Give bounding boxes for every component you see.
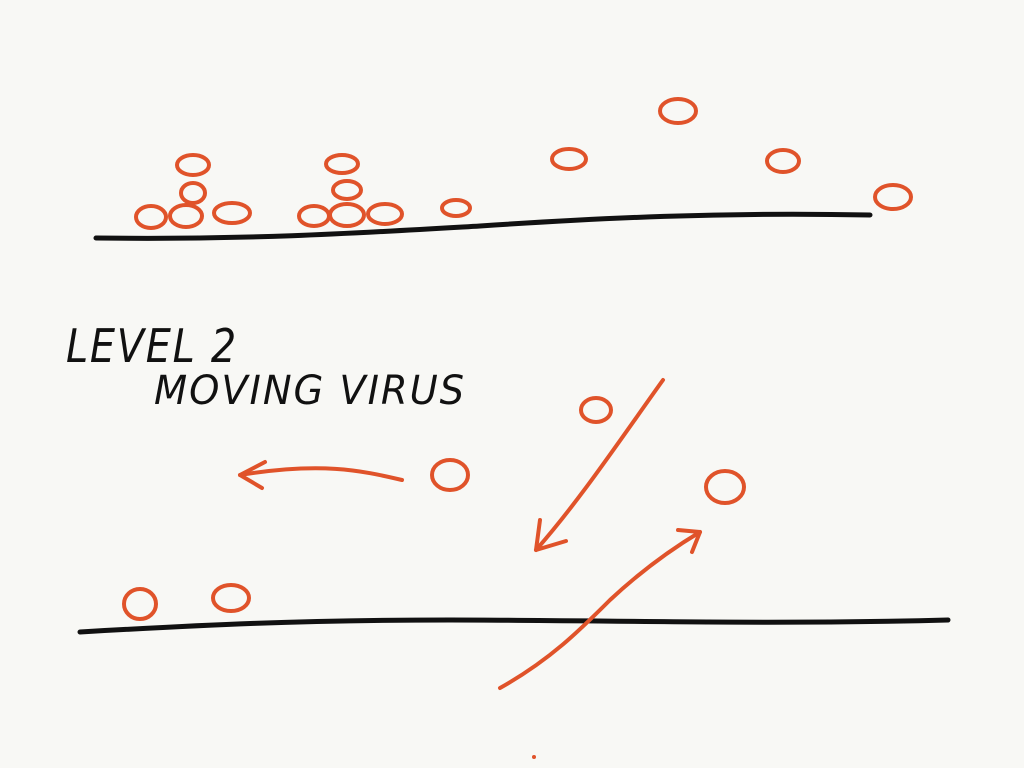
virus-circle [211,583,251,613]
virus-circle [331,179,363,201]
motion-arrows [238,378,702,690]
virus-circle [168,203,204,229]
level-label: LEVEL 2 MOVING VIRUS [66,319,466,414]
virus-circle [440,198,472,218]
arrow-up-right-icon [498,530,702,690]
virus-circle [579,396,613,424]
virus-circle [704,469,746,505]
arrow-down-left-head [534,518,568,552]
ground-line-bottom [77,617,951,635]
arrow-down-left-icon [534,378,665,552]
virus-circle [179,181,207,205]
virus-cluster-left [134,153,252,230]
stray-dot [532,755,536,759]
virus-circle [873,183,913,211]
virus-circle [550,147,588,171]
virus-circle [134,204,168,230]
virus-circle [366,202,404,226]
virus-cluster-middle [297,153,404,228]
virus-circle [765,148,801,174]
virus-circle [328,202,366,228]
bottom-scene [77,378,951,759]
level-subheading: MOVING VIRUS [154,368,466,414]
virus-circle [212,201,252,225]
virus-circle [122,587,158,621]
virus-circle [430,458,470,492]
virus-circle [658,97,698,125]
arrow-left-icon [238,466,404,482]
arrow-up-right-head [676,528,702,554]
ground-line-top [93,211,873,241]
virus-circle [324,153,360,175]
virus-scattered-top [440,97,913,218]
level-heading: LEVEL 2 [66,319,238,373]
virus-bottom [122,396,746,621]
virus-circle [175,153,211,177]
arrow-left-head [238,460,267,490]
virus-circle [297,204,331,228]
top-scene [93,97,913,241]
